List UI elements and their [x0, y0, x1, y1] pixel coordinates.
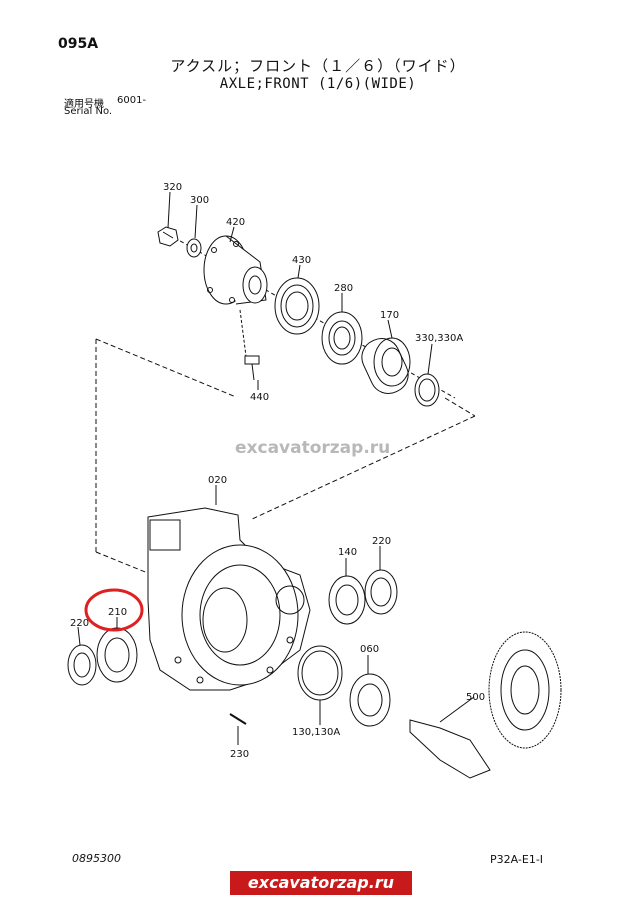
title-english: AXLE;FRONT (1/6)(WIDE) — [219, 76, 417, 92]
nut-220-left-shape — [67, 644, 97, 686]
sheet-code: P32A-E1-I — [490, 853, 544, 866]
label-part-440: 440 — [250, 392, 269, 403]
serial-label-english: Serial No. — [64, 106, 113, 117]
title-japanese: アクスル；フロント（１／６）（ワイド） — [170, 57, 466, 75]
label-part-130: 130,130A — [292, 727, 340, 738]
nut-220-right-shape — [364, 569, 398, 615]
site-banner-text: excavatorzap.ru — [247, 873, 395, 892]
housing-020-shape — [147, 507, 311, 691]
serial-value: 6001- — [117, 95, 147, 106]
serial-label-japanese: 適用号機 — [64, 99, 104, 110]
label-part-230: 230 — [230, 749, 249, 760]
bearing-210-shape — [96, 627, 138, 683]
label-part-430: 430 — [292, 255, 311, 266]
site-banner[interactable]: excavatorzap.ru — [230, 871, 412, 895]
pin-230-shape — [229, 713, 247, 725]
bevel-gear-500-shape — [409, 631, 562, 779]
flange-420-shape — [203, 235, 268, 305]
label-part-300: 300 — [190, 195, 209, 206]
bearing-140-shape — [328, 575, 366, 625]
label-part-210: 210 — [108, 607, 127, 618]
seal-430-shape — [274, 277, 320, 335]
label-part-420: 420 — [226, 217, 245, 228]
label-part-220-left: 220 — [70, 618, 89, 629]
label-part-500: 500 — [466, 692, 485, 703]
label-part-280: 280 — [334, 283, 353, 294]
label-part-220-right: 220 — [372, 536, 391, 547]
ring-330-shape — [414, 373, 440, 407]
label-part-320: 320 — [163, 182, 182, 193]
bearing-280-shape — [321, 311, 363, 365]
label-part-170: 170 — [380, 310, 399, 321]
bearing-170-shape — [361, 337, 411, 394]
label-part-060: 060 — [360, 644, 379, 655]
highlight-circle-210 — [84, 588, 144, 632]
label-part-140: 140 — [338, 547, 357, 558]
page-code: 095A — [58, 36, 99, 52]
nut-320-shape — [157, 226, 179, 247]
document-number: 0895300 — [72, 852, 121, 865]
label-part-020: 020 — [208, 475, 227, 486]
washer-300-shape — [186, 238, 202, 258]
bolt-440-shape — [239, 309, 260, 381]
label-part-330: 330,330A — [415, 333, 463, 344]
watermark-text: excavatorzap.ru — [235, 438, 391, 458]
shim-130-shape — [297, 645, 343, 701]
bearing-060-shape — [349, 673, 391, 727]
